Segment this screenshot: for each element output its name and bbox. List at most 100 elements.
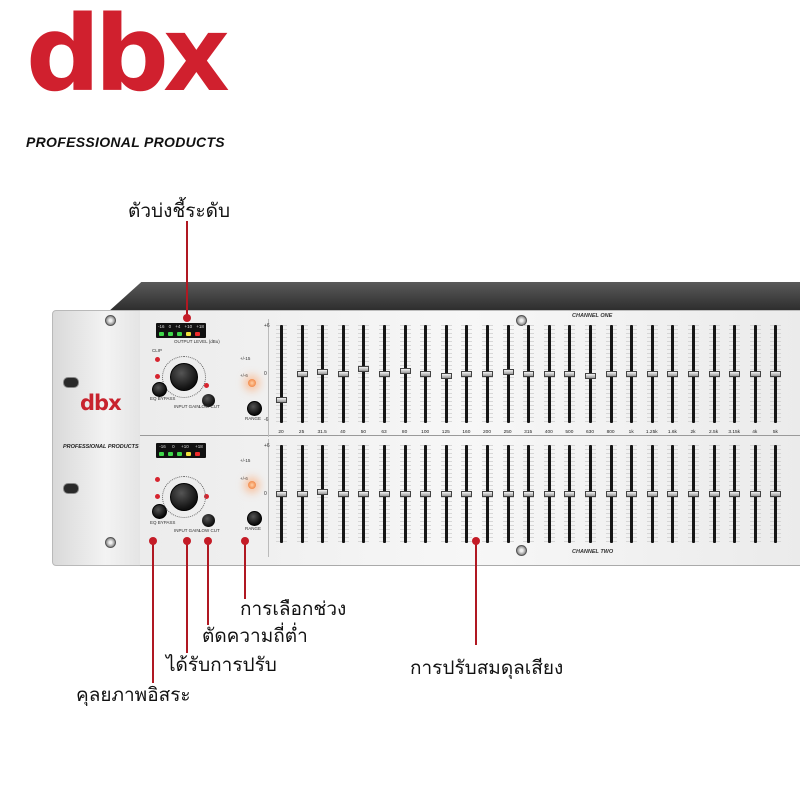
eq-slider-5k[interactable]	[770, 325, 782, 423]
slider-cap[interactable]	[688, 371, 699, 377]
slider-cap[interactable]	[564, 371, 576, 377]
slider-cap[interactable]	[502, 491, 514, 497]
eq-slider-125[interactable]	[440, 325, 452, 423]
eq-slider-4k[interactable]	[749, 325, 761, 423]
eq-slider-200[interactable]	[482, 325, 493, 423]
slider-cap[interactable]	[399, 491, 411, 497]
eq-slider-80[interactable]	[399, 325, 411, 423]
slider-cap[interactable]	[337, 371, 349, 377]
slider-cap[interactable]	[585, 491, 596, 497]
eq-slider-40[interactable]	[337, 445, 349, 543]
eq-bypass-button[interactable]	[152, 382, 167, 397]
eq-slider-160[interactable]	[461, 325, 473, 423]
range-button[interactable]	[247, 401, 262, 416]
slider-cap[interactable]	[523, 491, 535, 497]
eq-slider-2.5k[interactable]	[708, 325, 720, 423]
low-cut-button[interactable]	[202, 514, 215, 527]
slider-cap[interactable]	[461, 371, 473, 377]
eq-slider-800[interactable]	[605, 445, 617, 543]
eq-slider-250[interactable]	[502, 325, 514, 423]
eq-slider-1.25k[interactable]	[646, 325, 658, 423]
slider-cap[interactable]	[358, 366, 370, 373]
eq-slider-1.6k[interactable]	[667, 445, 679, 543]
slider-cap[interactable]	[749, 491, 761, 497]
eq-slider-50[interactable]	[358, 325, 370, 423]
slider-cap[interactable]	[440, 372, 452, 379]
eq-slider-100[interactable]	[420, 325, 432, 423]
slider-cap[interactable]	[688, 491, 699, 497]
eq-slider-800[interactable]	[605, 325, 617, 423]
input-gain-knob[interactable]	[170, 363, 198, 391]
eq-slider-100[interactable]	[420, 445, 432, 543]
slider-cap[interactable]	[276, 396, 287, 403]
slider-cap[interactable]	[399, 368, 411, 375]
eq-slider-63[interactable]	[379, 325, 390, 423]
slider-cap[interactable]	[420, 491, 432, 497]
eq-slider-400[interactable]	[543, 445, 555, 543]
slider-cap[interactable]	[708, 371, 720, 377]
eq-slider-1.25k[interactable]	[646, 445, 658, 543]
slider-cap[interactable]	[523, 371, 535, 377]
eq-slider-250[interactable]	[502, 445, 514, 543]
slider-cap[interactable]	[420, 371, 432, 377]
eq-slider-5k[interactable]	[770, 445, 782, 543]
slider-cap[interactable]	[296, 371, 308, 377]
eq-slider-2k[interactable]	[688, 445, 699, 543]
slider-cap[interactable]	[317, 489, 329, 496]
slider-cap[interactable]	[317, 369, 329, 376]
slider-cap[interactable]	[667, 491, 679, 497]
eq-slider-400[interactable]	[543, 325, 555, 423]
eq-slider-1k[interactable]	[626, 325, 638, 423]
slider-cap[interactable]	[708, 491, 720, 497]
slider-cap[interactable]	[729, 491, 741, 497]
eq-slider-25[interactable]	[296, 445, 308, 543]
slider-cap[interactable]	[482, 491, 493, 497]
low-cut-button[interactable]	[202, 394, 215, 407]
eq-slider-500[interactable]	[564, 445, 576, 543]
slider-cap[interactable]	[646, 491, 658, 497]
eq-slider-31.5[interactable]	[317, 325, 329, 423]
slider-cap[interactable]	[729, 371, 741, 377]
slider-cap[interactable]	[564, 491, 576, 497]
eq-slider-630[interactable]	[585, 445, 596, 543]
slider-cap[interactable]	[749, 371, 761, 377]
eq-slider-315[interactable]	[523, 445, 535, 543]
slider-cap[interactable]	[585, 372, 596, 379]
eq-slider-20[interactable]	[276, 325, 287, 423]
slider-cap[interactable]	[296, 491, 308, 497]
slider-cap[interactable]	[461, 491, 473, 497]
slider-cap[interactable]	[770, 371, 782, 377]
eq-slider-40[interactable]	[337, 325, 349, 423]
slider-cap[interactable]	[358, 491, 370, 497]
slider-cap[interactable]	[337, 491, 349, 497]
input-gain-knob[interactable]	[170, 483, 198, 511]
eq-slider-1.6k[interactable]	[667, 325, 679, 423]
slider-cap[interactable]	[502, 369, 514, 376]
slider-cap[interactable]	[543, 491, 555, 497]
eq-slider-80[interactable]	[399, 445, 411, 543]
slider-cap[interactable]	[276, 491, 287, 497]
eq-slider-315[interactable]	[523, 325, 535, 423]
slider-cap[interactable]	[605, 491, 617, 497]
slider-cap[interactable]	[440, 491, 452, 497]
eq-slider-31.5[interactable]	[317, 445, 329, 543]
eq-slider-4k[interactable]	[749, 445, 761, 543]
eq-slider-20[interactable]	[276, 445, 287, 543]
slider-cap[interactable]	[626, 371, 638, 377]
eq-slider-63[interactable]	[379, 445, 390, 543]
eq-slider-3.15k[interactable]	[729, 445, 741, 543]
eq-slider-50[interactable]	[358, 445, 370, 543]
eq-bypass-button[interactable]	[152, 504, 167, 519]
eq-slider-200[interactable]	[482, 445, 493, 543]
eq-slider-25[interactable]	[296, 325, 308, 423]
eq-slider-125[interactable]	[440, 445, 452, 543]
eq-slider-160[interactable]	[461, 445, 473, 543]
slider-cap[interactable]	[379, 371, 390, 377]
slider-cap[interactable]	[543, 371, 555, 377]
eq-slider-3.15k[interactable]	[729, 325, 741, 423]
slider-cap[interactable]	[379, 491, 390, 497]
eq-slider-500[interactable]	[564, 325, 576, 423]
eq-slider-2.5k[interactable]	[708, 445, 720, 543]
slider-cap[interactable]	[626, 491, 638, 497]
slider-cap[interactable]	[482, 371, 493, 377]
